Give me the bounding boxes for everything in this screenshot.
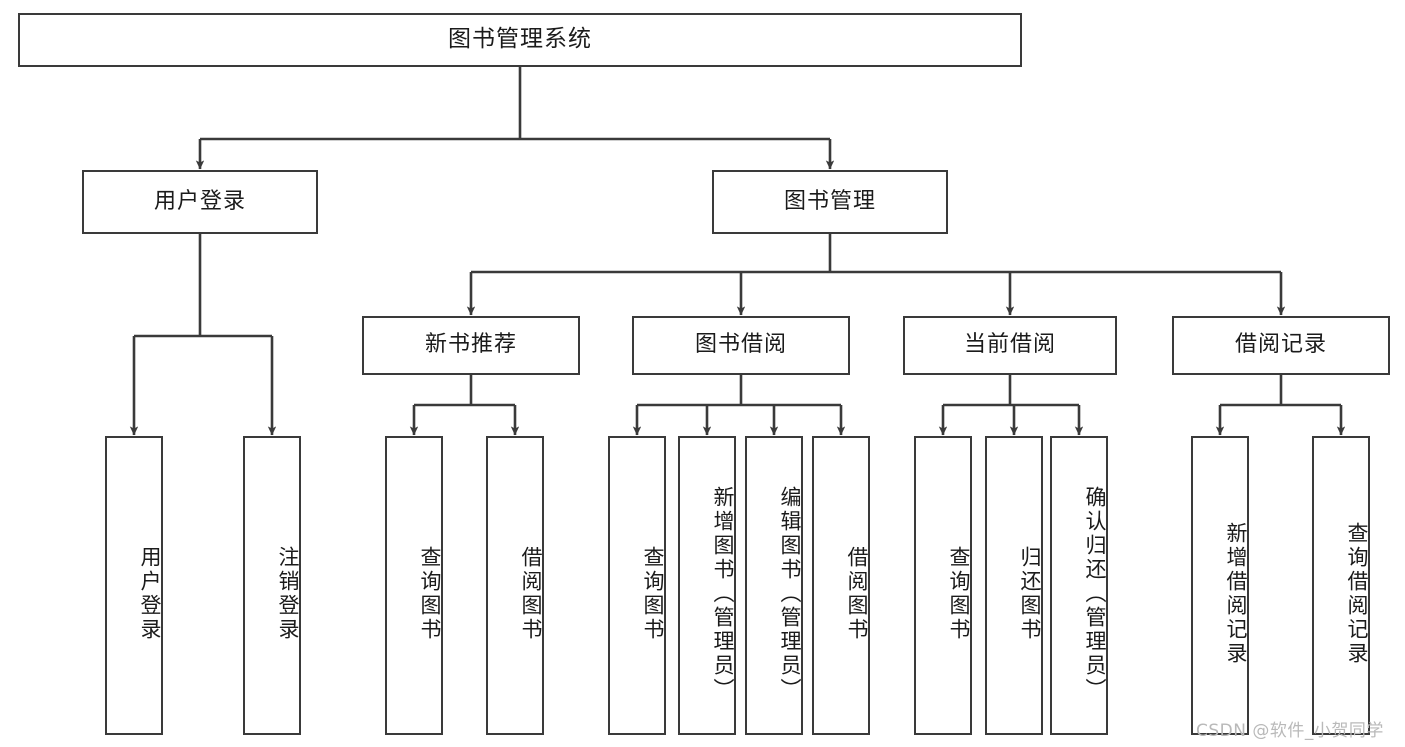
node-label: 图书管理 — [783, 188, 876, 214]
node-leaf-2[interactable]: 查询图书 — [385, 436, 443, 735]
node-l3-2[interactable]: 当前借阅 — [903, 316, 1117, 375]
node-leaf-8[interactable]: 查询图书 — [914, 436, 972, 735]
node-leaf-7[interactable]: 借阅图书 — [812, 436, 870, 735]
node-l3-0[interactable]: 新书推荐 — [362, 316, 580, 375]
node-label: 借阅图书 — [519, 545, 543, 642]
node-label: 借阅图书 — [845, 545, 869, 642]
node-l3-1[interactable]: 图书借阅 — [632, 316, 850, 375]
node-label: 借阅记录 — [1234, 332, 1327, 358]
node-label: 查询图书 — [947, 545, 971, 642]
csdn-watermark: CSDN @软件_小贺同学 — [1196, 721, 1384, 741]
node-label: 确认归还（管理员） — [1083, 485, 1107, 702]
node-l2-0[interactable]: 用户登录 — [82, 170, 318, 234]
node-leaf-12[interactable]: 查询借阅记录 — [1312, 436, 1370, 735]
node-label: 注销登录 — [276, 545, 300, 642]
node-leaf-10[interactable]: 确认归还（管理员） — [1050, 436, 1108, 735]
node-label: 新增借阅记录 — [1224, 521, 1248, 666]
node-label: 用户登录 — [153, 188, 246, 214]
node-label: 归还图书 — [1018, 545, 1042, 642]
node-label: 图书管理系统 — [448, 26, 592, 53]
node-label: 图书借阅 — [694, 332, 787, 358]
node-label: 当前借阅 — [963, 332, 1056, 358]
node-leaf-0[interactable]: 用户登录 — [105, 436, 163, 735]
node-label: 查询图书 — [641, 545, 665, 642]
node-root[interactable]: 图书管理系统 — [18, 13, 1022, 67]
node-leaf-3[interactable]: 借阅图书 — [486, 436, 544, 735]
node-label: 新书推荐 — [424, 332, 517, 358]
node-leaf-5[interactable]: 新增图书（管理员） — [678, 436, 736, 735]
node-label: 查询借阅记录 — [1345, 521, 1369, 666]
node-leaf-9[interactable]: 归还图书 — [985, 436, 1043, 735]
node-l3-3[interactable]: 借阅记录 — [1172, 316, 1390, 375]
node-l2-1[interactable]: 图书管理 — [712, 170, 948, 234]
node-leaf-4[interactable]: 查询图书 — [608, 436, 666, 735]
node-label: 编辑图书（管理员） — [778, 485, 802, 702]
node-leaf-11[interactable]: 新增借阅记录 — [1191, 436, 1249, 735]
node-leaf-6[interactable]: 编辑图书（管理员） — [745, 436, 803, 735]
node-label: 用户登录 — [138, 545, 162, 642]
node-label: 查询图书 — [418, 545, 442, 642]
node-leaf-1[interactable]: 注销登录 — [243, 436, 301, 735]
node-label: 新增图书（管理员） — [711, 485, 735, 702]
